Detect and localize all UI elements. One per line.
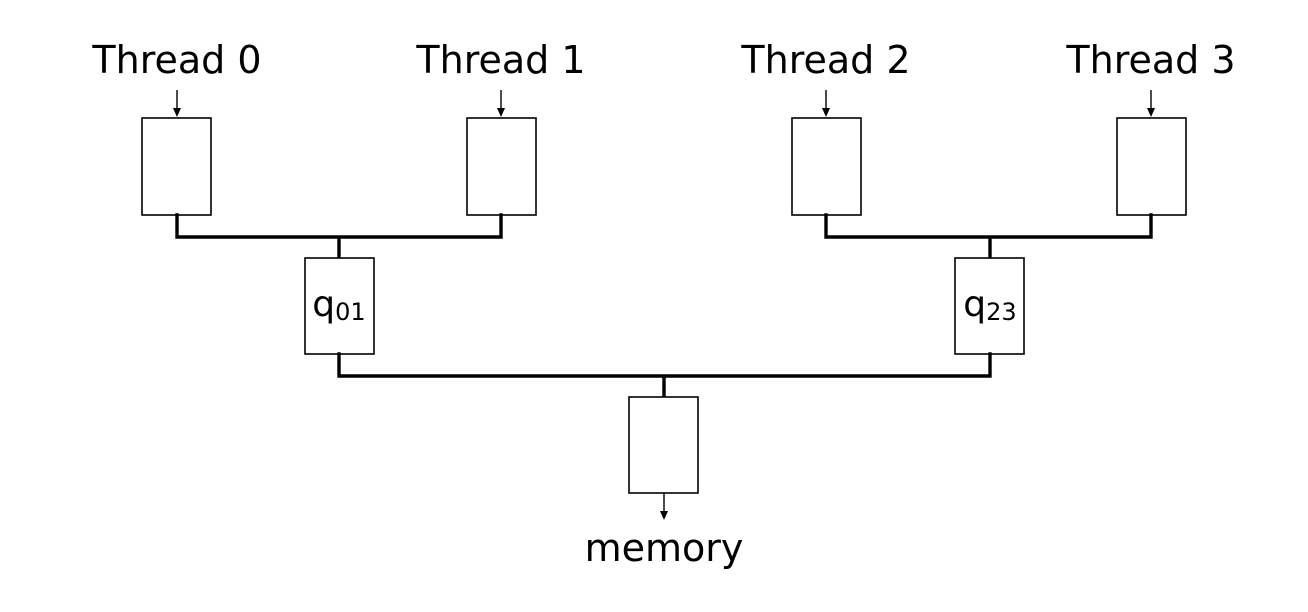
queue-23-label: q23 xyxy=(963,284,1016,326)
memory-arrow xyxy=(660,493,668,520)
memory-buffer xyxy=(628,396,699,494)
thread-0-arrow xyxy=(173,90,181,117)
thread-3-buffer xyxy=(1116,117,1187,216)
thread-0-buffer xyxy=(141,117,212,216)
thread-2-arrow xyxy=(822,90,830,117)
bus-threads-01 xyxy=(175,213,503,260)
thread-1-label: Thread 1 xyxy=(415,38,585,82)
queue-01-box xyxy=(304,257,375,355)
thread-0-label: Thread 0 xyxy=(91,38,261,82)
queue-01-label: q01 xyxy=(312,284,365,326)
thread-1-buffer xyxy=(466,117,537,216)
thread-1-arrow xyxy=(497,90,505,117)
thread-3-label: Thread 3 xyxy=(1065,38,1235,82)
thread-3-arrow xyxy=(1147,90,1155,117)
bus-queues-memory xyxy=(337,352,992,399)
memory-label: memory xyxy=(585,526,744,570)
bus-threads-23 xyxy=(824,213,1153,260)
thread-2-label: Thread 2 xyxy=(740,38,910,82)
thread-2-buffer xyxy=(791,117,862,216)
